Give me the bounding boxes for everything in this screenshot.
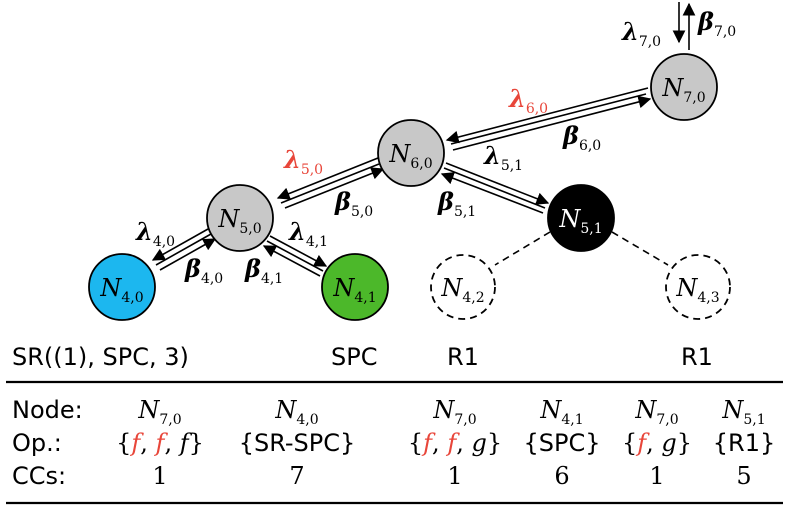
- label-lambda50: λ5,0: [283, 145, 323, 178]
- table-node-cell: N7,0: [634, 396, 678, 428]
- table-ccs-cell: 7: [289, 462, 304, 490]
- leaf-label-n41: SPC: [331, 343, 377, 371]
- svg-text:N5,1: N5,1: [558, 205, 602, 237]
- table-ccs-cell: 5: [736, 462, 751, 490]
- table-cells: N7,0{f, f, f}1N4,0{SR-SPC}7N7,0{f, f, g}…: [116, 396, 775, 490]
- node-n40: N4,0: [88, 253, 156, 321]
- edge-n50-n40: [151, 228, 217, 271]
- leaf-label-n42: R1: [447, 343, 479, 371]
- edge-n51-n43: [611, 231, 669, 266]
- svg-text:N4,2: N4,2: [440, 274, 484, 306]
- row-header-op: Op.:: [12, 429, 62, 457]
- table-node-cell: N5,1: [721, 396, 765, 428]
- label-lambda70: λ7,0: [621, 17, 661, 50]
- label-beta40: β4,0: [184, 254, 223, 287]
- table-op-cell: {SPC}: [523, 429, 600, 457]
- table-node-cell: N4,0: [274, 396, 318, 428]
- table-op-cell: {R1}: [713, 429, 775, 457]
- svg-text:N4,1: N4,1: [332, 274, 376, 306]
- table-node-cell: N7,0: [137, 396, 181, 428]
- label-beta60: β6,0: [562, 121, 601, 154]
- table-op-cell: {SR-SPC}: [239, 429, 356, 457]
- table-ccs-cell: 6: [554, 462, 569, 490]
- label-lambda51: λ5,1: [483, 141, 523, 174]
- svg-text:N7,0: N7,0: [661, 74, 705, 106]
- edge-n70-n60: [445, 87, 652, 151]
- label-beta41: β4,1: [244, 254, 283, 287]
- table-node-cell: N4,1: [539, 396, 583, 428]
- table-node-cell: N7,0: [432, 396, 476, 428]
- edge-n51-n42: [494, 231, 551, 266]
- label-beta51: β5,1: [437, 187, 476, 220]
- table-ccs-cell: 1: [152, 462, 167, 490]
- svg-text:N4,0: N4,0: [99, 274, 143, 306]
- node-n41: N4,1: [321, 253, 389, 321]
- label-lambda41: λ4,1: [288, 217, 328, 250]
- edge-top-n70: [672, 2, 696, 50]
- row-header-node: Node:: [12, 396, 83, 424]
- svg-text:N5,0: N5,0: [217, 205, 261, 237]
- node-n43: N4,3: [665, 254, 731, 320]
- label-beta50: β5,0: [334, 187, 373, 220]
- svg-text:N6,0: N6,0: [388, 140, 432, 172]
- row-header-ccs: CCs:: [12, 462, 66, 490]
- label-beta70: β7,0: [697, 7, 736, 40]
- table-ccs-cell: 1: [649, 462, 664, 490]
- node-n50: N5,0: [206, 184, 274, 252]
- node-n60: N6,0: [377, 119, 445, 187]
- node-n70: N7,0: [650, 53, 718, 121]
- leaf-label-n40: SR((1), SPC, 3): [12, 343, 189, 371]
- svg-text:N4,3: N4,3: [675, 274, 719, 306]
- label-lambda40: λ4,0: [135, 217, 175, 250]
- node-n42: N4,2: [430, 254, 496, 320]
- table-op-cell: {f, f, g}: [408, 429, 502, 457]
- edge-n50-n41: [262, 235, 328, 277]
- table-op-cell: {f, g}: [622, 429, 692, 457]
- table-ccs-cell: 1: [447, 462, 462, 490]
- node-n51: N5,1: [547, 184, 615, 252]
- edge-n60-n51: [440, 162, 550, 214]
- edge-n60-n50: [276, 157, 385, 209]
- label-lambda60: λ6,0: [508, 84, 548, 117]
- table-op-cell: {f, f, f}: [116, 429, 204, 457]
- leaf-label-n43: R1: [681, 343, 713, 371]
